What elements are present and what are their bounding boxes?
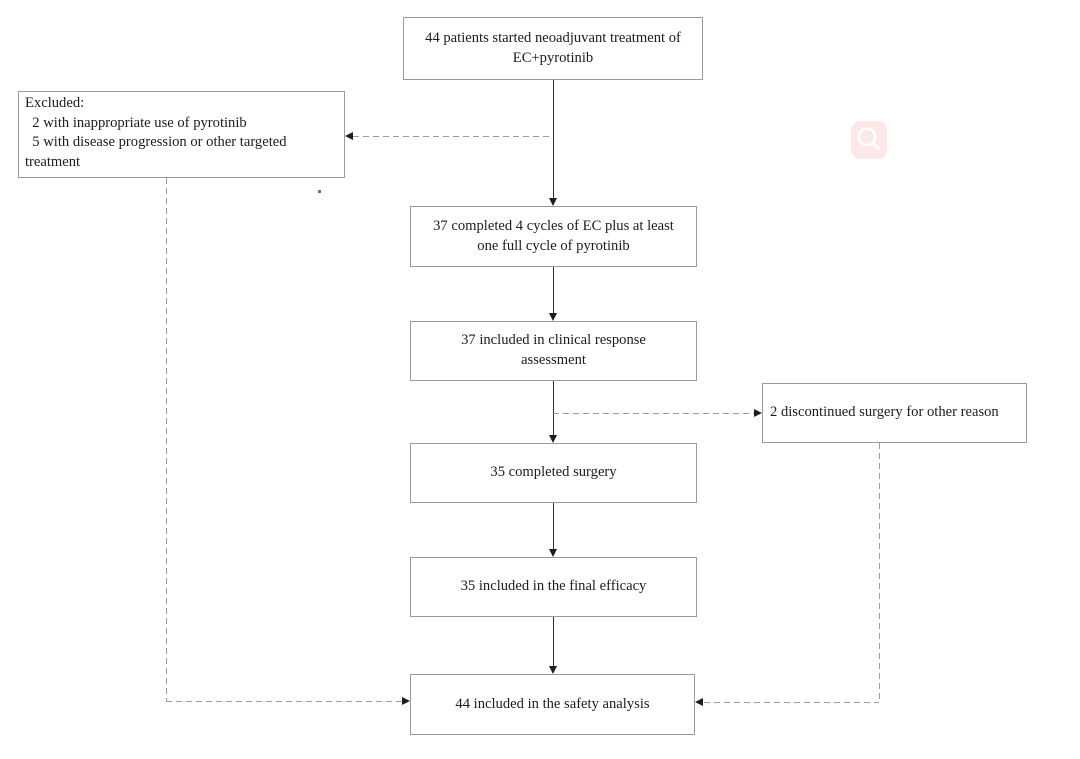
- stray-dot: [318, 190, 321, 193]
- arrow-surgery-to-efficacy: [553, 503, 554, 549]
- node-discontinued: 2 discontinued surgery for other reason: [762, 383, 1027, 443]
- dashed-line-to-excluded: [353, 136, 553, 137]
- dashed-line-excluded-to-safety-vertical: [166, 178, 167, 701]
- node-ec-cycles: 37 completed 4 cycles of EC plus at leas…: [410, 206, 697, 267]
- arrowhead-left-icon: [345, 132, 353, 140]
- arrow-clinical-to-surgery: [553, 381, 554, 435]
- dashed-line-discontinued-to-safety-vertical: [879, 443, 880, 702]
- magnifier-button[interactable]: [851, 121, 887, 159]
- dashed-line-to-discontinued: [553, 413, 754, 414]
- arrow-ec-cycles-to-clinical: [553, 267, 554, 313]
- arrowhead-down-icon: [549, 313, 557, 321]
- node-clinical-response: 37 included in clinical response assessm…: [410, 321, 697, 381]
- node-safety: 44 included in the safety analysis: [410, 674, 695, 735]
- dashed-line-discontinued-to-safety-horizontal: [704, 702, 879, 703]
- dashed-line-excluded-to-safety-horizontal: [166, 701, 402, 702]
- arrowhead-down-icon: [549, 198, 557, 206]
- node-start: 44 patients started neoadjuvant treatmen…: [403, 17, 703, 80]
- node-surgery: 35 completed surgery: [410, 443, 697, 503]
- arrowhead-right-icon: [754, 409, 762, 417]
- arrowhead-right-icon: [402, 697, 410, 705]
- node-final-efficacy: 35 included in the final efficacy: [410, 557, 697, 617]
- arrow-start-to-ec-cycles: [553, 80, 554, 198]
- node-excluded: Excluded: 2 with inappropriate use of py…: [18, 91, 345, 178]
- arrowhead-down-icon: [549, 549, 557, 557]
- arrowhead-left-icon: [695, 698, 703, 706]
- arrow-efficacy-to-safety: [553, 617, 554, 666]
- magnifier-icon: [852, 123, 886, 157]
- arrowhead-down-icon: [549, 435, 557, 443]
- arrowhead-down-icon: [549, 666, 557, 674]
